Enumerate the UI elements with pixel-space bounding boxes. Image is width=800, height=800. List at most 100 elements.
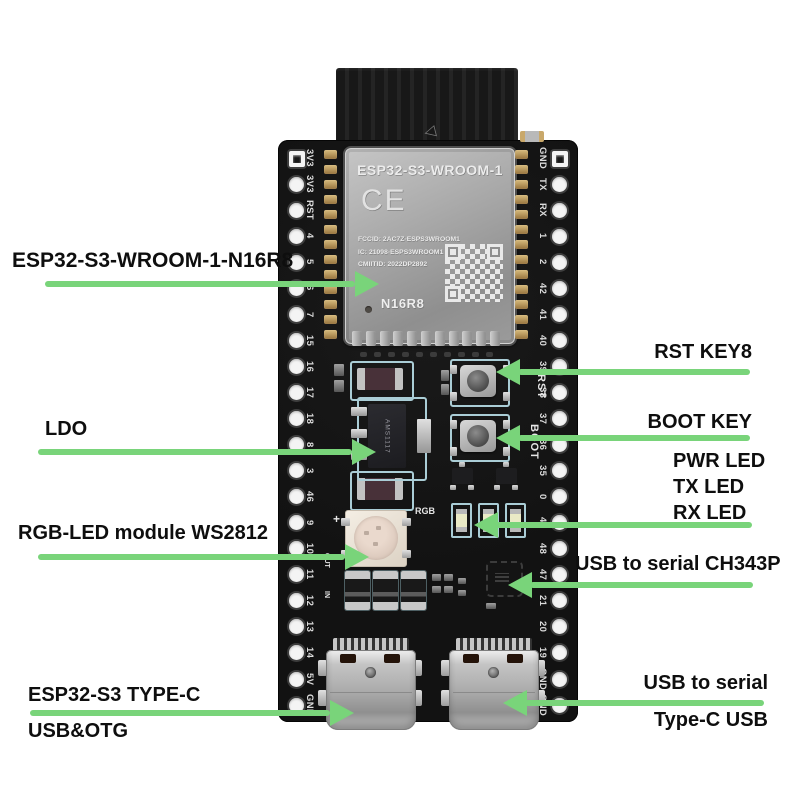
typec-annotation-line	[30, 710, 330, 716]
pin-label-left: 16	[304, 360, 315, 372]
pin-label-left: 5V	[304, 672, 315, 686]
castellated-pad	[462, 331, 473, 346]
pin-hole-left	[289, 228, 304, 244]
pin-label-right: 36	[537, 438, 548, 451]
usb-serial-annotation-label-line2: Type-C USB	[653, 709, 768, 731]
castellated-pad	[407, 331, 418, 346]
castellated-pad	[379, 331, 390, 346]
esp32-s3-wroom-1-module: ESP32-S3-WROOM-1 CE FCCID: 2AC7Z-ESPS3WR…	[343, 146, 517, 346]
boot-button	[460, 420, 496, 452]
typec-arrow-icon	[330, 700, 354, 726]
pin-hole-left	[289, 384, 304, 400]
wroom-arrow-icon	[355, 271, 379, 297]
smd-passive	[441, 384, 449, 395]
pin-label-left: 3V3	[304, 175, 315, 193]
led-arrow-icon	[474, 512, 498, 538]
pin-hole-left	[289, 176, 304, 192]
pin-hole-right	[552, 254, 567, 270]
pin-label-right: 21	[537, 595, 548, 607]
diode	[345, 571, 370, 610]
smd-passive	[458, 590, 466, 596]
module-title: ESP32-S3-WROOM-1	[357, 162, 503, 178]
castellated-pad	[476, 331, 487, 346]
castellated-pad	[324, 315, 337, 324]
pin-label-left: 9	[304, 519, 315, 526]
smd-passive	[432, 586, 441, 593]
pin-hole-right	[552, 645, 567, 661]
button-leg	[503, 420, 510, 429]
smd-passive	[444, 574, 453, 581]
button-leg	[450, 420, 457, 429]
castellated-pad	[324, 180, 337, 189]
qr-finder-icon	[445, 244, 461, 260]
pin-hole-left	[289, 411, 304, 426]
ldo-leg	[351, 407, 367, 416]
led-annotation-line	[496, 522, 752, 528]
boot-silkscreen: BOOT	[528, 424, 540, 460]
rgb-arrow-icon	[345, 544, 369, 570]
smd-passive	[458, 578, 466, 584]
fccid-line: FCCID: 2AC7Z-ESPS3WROOM1	[358, 236, 460, 243]
typec-annotation-label-line1: ESP32-S3 TYPE-C	[28, 684, 201, 706]
cmiit-line: CMIITID: 2022DP2892	[358, 261, 428, 268]
castellated-pad	[515, 300, 528, 309]
usb-serial-arrow-icon	[503, 690, 527, 716]
capacitor-outline	[350, 361, 414, 401]
pin-label-left: 8	[304, 441, 315, 448]
castellated-pad	[324, 225, 337, 234]
usb-pins	[333, 638, 409, 652]
castellated-pad	[416, 352, 423, 357]
pin-label-left: 46	[304, 491, 315, 503]
pin-label-right: 48	[537, 543, 548, 555]
pin-hole-left	[289, 671, 304, 687]
out-silkscreen: OUT	[323, 552, 330, 568]
rst-arrow-icon	[496, 359, 520, 385]
pin-label-left: 13	[304, 621, 315, 633]
pin-label-right: 35	[537, 465, 548, 477]
button-leg	[450, 447, 457, 456]
pin-label-left: 6	[304, 285, 315, 292]
pin-hole-right	[552, 202, 567, 218]
pin-hole-right	[552, 332, 567, 348]
capacitor	[357, 368, 403, 390]
castellated-pad	[421, 331, 431, 346]
pin-label-right: GND	[537, 146, 548, 169]
castellated-pad	[365, 331, 376, 346]
castellated-pad	[430, 352, 437, 357]
wroom-annotation-label: ESP32-S3-WROOM-1-N16R8	[12, 249, 294, 272]
pin-label-left: 3	[304, 467, 315, 474]
pin-hole-right	[552, 280, 567, 296]
ldo-leg	[351, 429, 367, 438]
pin-hole-left	[289, 541, 304, 557]
pin-label-left: 4	[304, 233, 315, 239]
led-annotation-labels: PWR LED TX LED RX LED	[673, 448, 765, 526]
pin-label-right: 41	[537, 308, 548, 320]
castellated-pad	[515, 330, 528, 339]
castellated-pad	[324, 330, 337, 339]
castellated-pad	[515, 285, 528, 294]
ldo-tab	[417, 419, 431, 453]
pin-label-left: 5	[304, 259, 315, 265]
castellated-pad	[515, 165, 528, 174]
pin-label-left: 10	[304, 543, 315, 555]
castellated-pad	[458, 352, 465, 357]
pin-label-right: 38	[537, 386, 548, 399]
pin-label-left: 11	[304, 569, 315, 581]
qr-code-icon	[445, 244, 503, 302]
smd-passive	[486, 603, 496, 609]
reset-button-outline	[450, 359, 510, 407]
castellated-pad	[324, 300, 337, 309]
pin-label-right: TX	[537, 177, 548, 191]
rst-annotation-line	[518, 369, 750, 375]
pin-label-right: 20	[537, 621, 548, 633]
pin-hole-right	[552, 228, 567, 244]
pin-label-right: 19	[537, 647, 548, 659]
pin-hole-right	[552, 384, 567, 400]
castellated-pad	[515, 195, 528, 204]
castellated-pad	[324, 255, 337, 264]
castellated-pad	[515, 315, 528, 324]
pin-hole-right	[552, 489, 567, 505]
reset-button	[460, 365, 496, 397]
pwr-led-label: PWR LED	[673, 450, 766, 472]
castellated-pad	[360, 352, 367, 357]
